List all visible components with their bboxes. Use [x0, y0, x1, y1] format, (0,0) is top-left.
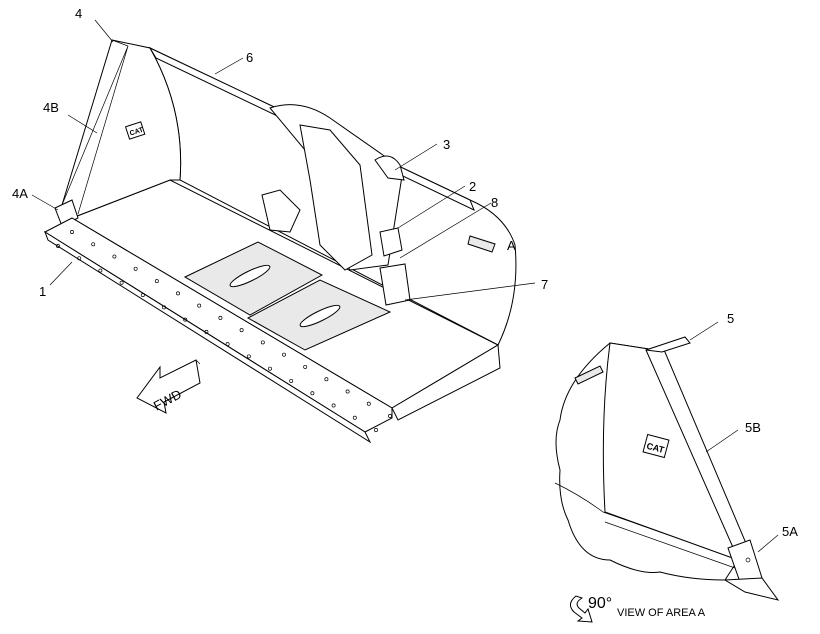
detail-bolt — [745, 557, 751, 563]
bolt-hole — [140, 293, 145, 298]
detail-logo-text: CAT — [645, 441, 665, 455]
rotate-arrow-icon — [570, 595, 593, 623]
detail-cutting-edge — [723, 577, 780, 601]
left-side-logo-text: CAT — [129, 126, 145, 137]
right-side-edge — [391, 344, 501, 421]
view-label: VIEW OF AREA A — [617, 607, 706, 619]
bucket-assembly: CAT — [43, 39, 517, 444]
bolt-hole — [289, 378, 294, 383]
base-edge-bolt-holes — [56, 230, 392, 432]
callout-4: 4 — [75, 6, 82, 21]
callout-8: 8 — [491, 195, 498, 210]
area-a-marker — [467, 235, 496, 253]
bolt-hole — [352, 415, 357, 420]
bolt-hole — [303, 364, 308, 369]
callout-2: 2 — [469, 179, 476, 194]
bolt-hole — [260, 340, 265, 345]
bolt-hole — [388, 414, 392, 418]
bolt-hole — [268, 366, 272, 371]
callout-4b: 4B — [43, 100, 59, 115]
callout-7: 7 — [541, 277, 548, 292]
bolt-hole — [154, 279, 159, 284]
bolt-hole — [310, 391, 315, 396]
tilt-link-bracket — [261, 189, 301, 233]
left-side-plate — [61, 39, 182, 219]
bolt-hole — [183, 317, 188, 322]
callout-5a: 5A — [782, 524, 798, 539]
wear-block-8 — [379, 227, 403, 257]
callout-4a: 4A — [12, 186, 28, 201]
bolt-hole — [282, 352, 286, 357]
bolt-hole — [77, 256, 82, 261]
bolt-hole — [98, 268, 103, 273]
bolt-hole — [225, 342, 230, 347]
bolt-hole — [345, 389, 350, 394]
bolt-hole — [331, 403, 336, 408]
bolt-hole — [162, 305, 166, 310]
leader-lines — [31, 19, 536, 301]
detail-top-plate — [645, 336, 691, 353]
rotation-label: 90° — [588, 595, 612, 612]
base-edge-front — [44, 230, 372, 444]
hinge-plate — [299, 124, 373, 271]
bolt-hole — [246, 354, 251, 359]
bolt-hole — [239, 328, 244, 333]
left-side-logo — [124, 121, 146, 140]
detail-logo — [642, 433, 670, 459]
bolt-hole — [218, 315, 223, 320]
bolt-hole — [324, 377, 329, 382]
bolt-hole — [133, 266, 138, 271]
bolt-hole — [119, 280, 124, 285]
wear-block-7 — [379, 263, 411, 306]
wear-plate-slot-1 — [229, 264, 271, 288]
detail-leader-lines — [689, 321, 779, 553]
bolt-hole — [112, 254, 117, 259]
callout-1: 1 — [39, 284, 46, 299]
bolt-hole — [56, 244, 60, 248]
bolt-hole — [374, 428, 378, 432]
bolt-hole — [366, 401, 371, 406]
detail-side-cutter — [727, 539, 763, 583]
lift-arm-boss — [374, 155, 405, 181]
bolt-hole — [70, 230, 74, 234]
detail-area-marker — [574, 365, 604, 385]
callout-5b: 5B — [745, 420, 761, 435]
left-side-wear-strip — [61, 39, 129, 215]
wear-plate-slot-2 — [299, 304, 341, 328]
bolt-hole — [197, 303, 202, 308]
bolt-hole — [91, 242, 96, 247]
bolt-hole — [204, 329, 209, 334]
fwd-arrow-icon: FWD — [136, 359, 201, 414]
callout-6: 6 — [246, 50, 253, 65]
bolt-hole — [176, 291, 180, 296]
detail-side-plate — [602, 342, 739, 561]
callout-3: 3 — [443, 137, 450, 152]
detail-view-area-a: CAT — [554, 336, 780, 601]
callout-5: 5 — [727, 311, 734, 326]
callout-a: A — [507, 238, 516, 253]
